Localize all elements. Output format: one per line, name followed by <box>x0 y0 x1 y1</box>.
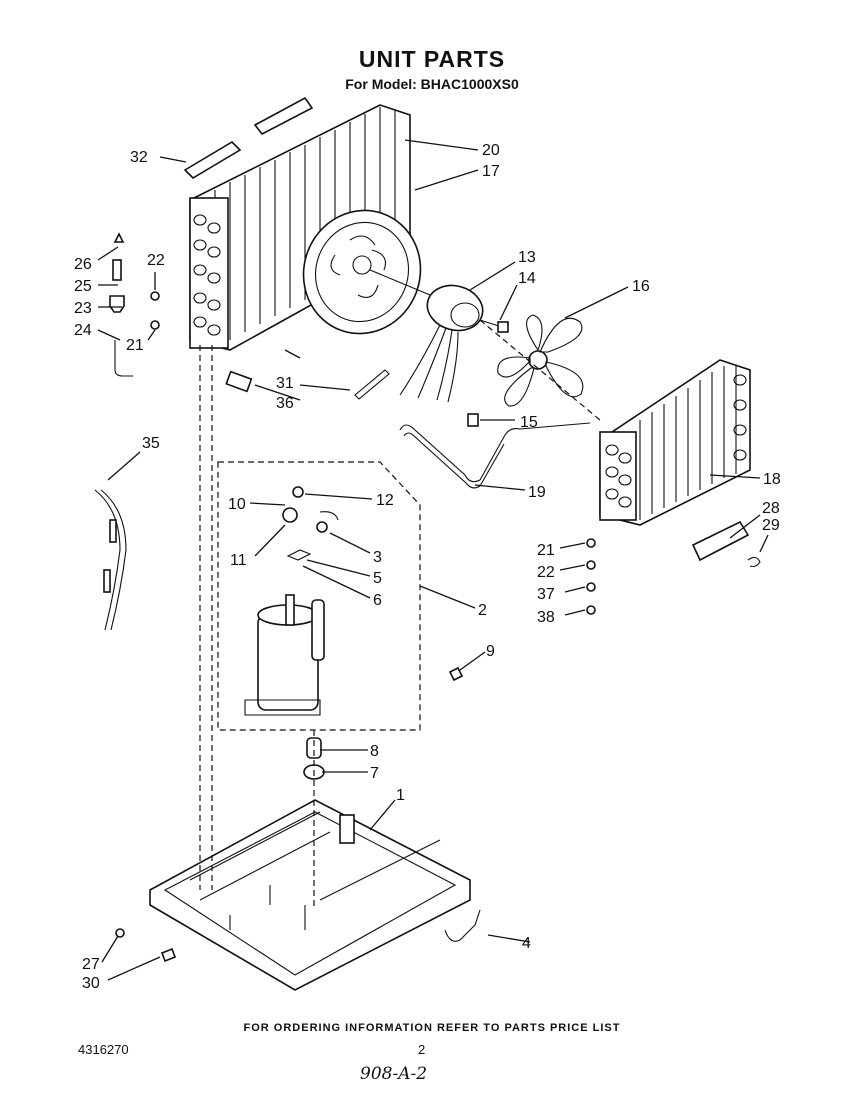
callout-37: 37 <box>537 586 555 603</box>
document-number: 4316270 <box>78 1042 129 1057</box>
callout-13: 13 <box>518 249 536 266</box>
callout-4: 4 <box>522 935 531 952</box>
right-fittings <box>467 413 596 615</box>
terminal-block <box>225 370 253 393</box>
callout-36: 36 <box>276 395 294 412</box>
cable-strap <box>354 369 390 400</box>
compressor-group <box>217 461 421 731</box>
refrigerant-tube <box>399 422 591 489</box>
model-subtitle: For Model: BHAC1000XS0 <box>345 76 519 92</box>
callout-25: 25 <box>74 278 92 295</box>
handwritten-note: 908-A-2 <box>360 1064 428 1084</box>
callout-7: 7 <box>370 765 379 782</box>
callout-14: 14 <box>518 270 536 287</box>
callout-18: 18 <box>763 471 781 488</box>
callout-35: 35 <box>142 435 160 452</box>
callout-17: 17 <box>482 163 500 180</box>
callout-8: 8 <box>370 743 379 760</box>
callout-24: 24 <box>74 322 92 339</box>
callout-15: 15 <box>520 414 538 431</box>
fan-blade <box>497 314 584 407</box>
leader-lines <box>97 139 769 981</box>
fan-motor <box>369 269 509 403</box>
callout-38: 38 <box>537 609 555 626</box>
callout-19: 19 <box>528 484 546 501</box>
evaporator-coil <box>599 359 751 526</box>
compressor-mounts <box>303 666 464 780</box>
sensor-bracket <box>691 520 761 568</box>
ordering-information-note: FOR ORDERING INFORMATION REFER TO PARTS … <box>243 1022 621 1034</box>
callout-2: 2 <box>478 602 487 619</box>
callout-22-left: 22 <box>147 252 165 269</box>
callout-26: 26 <box>74 256 92 273</box>
callout-5: 5 <box>373 570 382 587</box>
callout-23: 23 <box>74 300 92 317</box>
page-number: 2 <box>418 1042 426 1057</box>
callout-31: 31 <box>276 375 294 392</box>
alignment-lines <box>199 319 601 910</box>
callout-21-left: 21 <box>126 337 144 354</box>
callout-6: 6 <box>373 592 382 609</box>
callout-10: 10 <box>228 496 246 513</box>
brace-bar-right <box>253 96 314 136</box>
page-title: UNIT PARTS <box>358 46 506 72</box>
callout-1: 1 <box>396 787 405 804</box>
callout-29: 29 <box>762 517 780 534</box>
callout-20: 20 <box>482 142 500 159</box>
callout-28: 28 <box>762 500 780 517</box>
callout-11: 11 <box>230 552 247 569</box>
callout-12: 12 <box>376 492 394 509</box>
wire-harness <box>94 489 127 631</box>
left-fittings <box>109 232 160 377</box>
callout-3: 3 <box>373 549 382 566</box>
callout-32: 32 <box>130 149 148 166</box>
callout-22-right: 22 <box>537 564 555 581</box>
callout-16: 16 <box>632 278 650 295</box>
condenser-coil <box>189 104 411 351</box>
brace-bar-left <box>183 140 242 180</box>
callout-21-right: 21 <box>537 542 555 559</box>
callout-9: 9 <box>486 643 495 660</box>
fan-shroud <box>302 209 422 335</box>
base-pan <box>115 799 481 991</box>
callout-30: 30 <box>82 975 100 992</box>
callout-27: 27 <box>82 956 100 973</box>
